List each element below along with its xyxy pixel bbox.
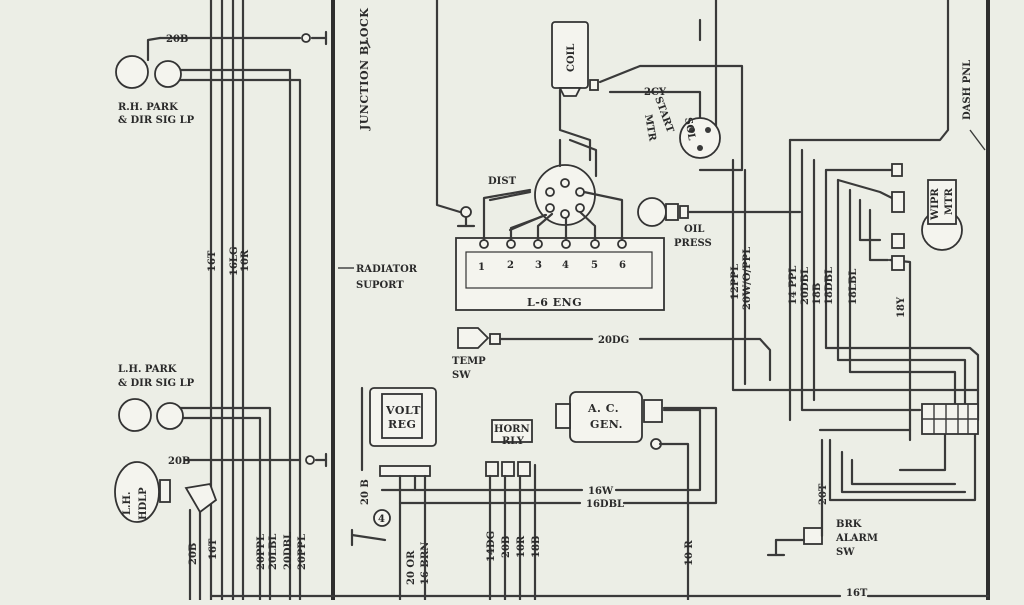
start-mtr-label-2: MTR — [642, 114, 658, 143]
wire-label-10r-left: 10R — [240, 249, 251, 272]
lh-headlamp — [114, 461, 218, 523]
right-harness — [731, 0, 980, 502]
wire-label-20b-top: 20B — [166, 34, 188, 45]
left-harness — [158, 0, 302, 602]
volt-reg-label-2: REG — [388, 418, 416, 431]
cylinder-4: 4 — [562, 260, 569, 271]
connector-4-icon: 4 — [373, 509, 391, 527]
wire-label-18b: 18B — [812, 283, 823, 305]
wiper-motor — [891, 163, 963, 271]
oil-pressure-switch — [637, 197, 802, 227]
rh-park-lamp — [115, 36, 182, 89]
l6-engine-block — [455, 237, 665, 311]
brk-alarm-label-2: ALARM — [835, 533, 878, 544]
brk-alarm-label-3: SW — [836, 547, 855, 558]
temp-sw-label-1: TEMP — [452, 356, 486, 367]
wire-label-20ppl-a: 20PPL — [256, 534, 267, 570]
radiator-label-2: SUPORT — [356, 280, 404, 291]
wire-label-16dbl: 16DBL — [586, 499, 624, 510]
wipr-mtr-label-1: WIPR — [930, 188, 941, 221]
wire-label-20b-lower: 20B — [188, 543, 199, 565]
rh-park-label-1: R.H. PARK — [118, 102, 178, 113]
ac-gen-label-1: A. C. — [587, 402, 619, 415]
lh-park-label-1: L.H. PARK — [118, 364, 177, 375]
wire-label-12ppl: 12PPL — [730, 264, 741, 300]
wire-label-20b-horn: 20B — [501, 536, 512, 558]
brk-alarm-label-1: BRK — [836, 519, 862, 530]
bulkhead-connector — [921, 403, 979, 435]
ignition-coil — [551, 21, 599, 97]
hdlp-label-2: HDLP — [138, 487, 149, 520]
ground-icon — [305, 452, 328, 468]
wire-label-20lbl: 20LBL — [268, 534, 279, 570]
voltage-regulator — [360, 386, 437, 472]
hdlp-label-1: L.H. — [122, 492, 133, 515]
wire-label-20dbl-a: 20DBL — [283, 532, 294, 570]
wipr-mtr-label-2: MTR — [944, 187, 955, 215]
cylinder-1: 1 — [478, 262, 485, 273]
cylinder-3: 3 — [535, 260, 542, 271]
horn-rly-label-1: HORN — [494, 424, 530, 435]
ground-icon — [350, 528, 387, 547]
wire-label-20ppl-b: 20PPL — [297, 534, 308, 570]
ac-generator — [555, 391, 690, 602]
wire-label-20t: 20T — [818, 483, 829, 505]
engine-label: L-6 ENG — [527, 296, 582, 309]
spark-plugs — [479, 188, 627, 249]
horn-relay — [485, 419, 533, 477]
wire-label-20b-mid: 20B — [168, 456, 190, 467]
wire-label-10r-horn: 10R — [516, 535, 527, 558]
wire-label-18b-horn: 18B — [531, 536, 542, 558]
lh-park-lamp — [118, 398, 184, 432]
temp-switch — [457, 327, 501, 349]
wire-label-20wo-ppl: 20W/O/PPL — [742, 247, 753, 310]
sol-label: SOL — [682, 117, 697, 142]
brake-alarm-switch — [766, 438, 824, 557]
wire-label-14dg: 14DG — [486, 531, 497, 562]
wire-label-16t-left: 16T — [207, 250, 218, 272]
wire-label-20dbl-right: 20DBL — [800, 267, 811, 305]
wire-label-20b-reg: 20 B — [360, 479, 371, 505]
ac-gen-label-2: GEN. — [590, 418, 623, 431]
dash-pnl-label: DASH PNL — [962, 60, 973, 120]
wire-label-14ppl: 14 PPL — [788, 266, 799, 305]
wire-label-18y: 18Y — [896, 296, 907, 318]
dist-label: DIST — [488, 176, 517, 187]
volt-reg-label-1: VOLT — [385, 404, 421, 417]
temp-sw-label-2: SW — [452, 370, 471, 381]
ground-icon — [456, 206, 476, 228]
wire-label-20dg: 20DG — [598, 335, 629, 346]
ground-icon — [301, 30, 328, 46]
distributor — [534, 138, 598, 226]
oil-press-label-1: OIL — [684, 224, 704, 235]
wire-label-2cy: 2CY — [644, 87, 667, 98]
cylinder-2: 2 — [507, 260, 514, 271]
engine-wiring — [435, 0, 744, 214]
lh-park-label-2: & DIR SIG LP — [118, 378, 195, 389]
cylinder-5: 5 — [591, 260, 598, 271]
wire-label-20or: 20 OR — [406, 550, 417, 585]
wire-label-16t-lower: 16T — [208, 538, 219, 560]
oil-press-label-2: PRESS — [674, 238, 712, 249]
wire-label-18lbl: 18LBL — [848, 269, 859, 305]
wire-label-16t-bottom: 16T — [846, 588, 868, 599]
rh-park-label-2: & DIR SIG LP — [118, 115, 195, 126]
cylinder-6: 6 — [619, 260, 626, 271]
wire-label-18dbl: 18DBL — [824, 267, 835, 305]
coil-label: COIL — [566, 44, 577, 72]
junction-block-label: JUNCTION BLOCK — [358, 8, 371, 131]
wire-label-10r: 10 R — [684, 540, 695, 566]
wire-label-16w: 16W — [588, 486, 614, 497]
starter-solenoid — [679, 117, 721, 159]
horn-rly-label-2: RLY — [502, 436, 525, 447]
wire-label-16lg: 16LG — [229, 247, 240, 277]
connector-4-label: 4 — [378, 514, 385, 525]
reg-connector — [379, 465, 431, 477]
radiator-label-1: RADIATOR — [356, 264, 418, 275]
